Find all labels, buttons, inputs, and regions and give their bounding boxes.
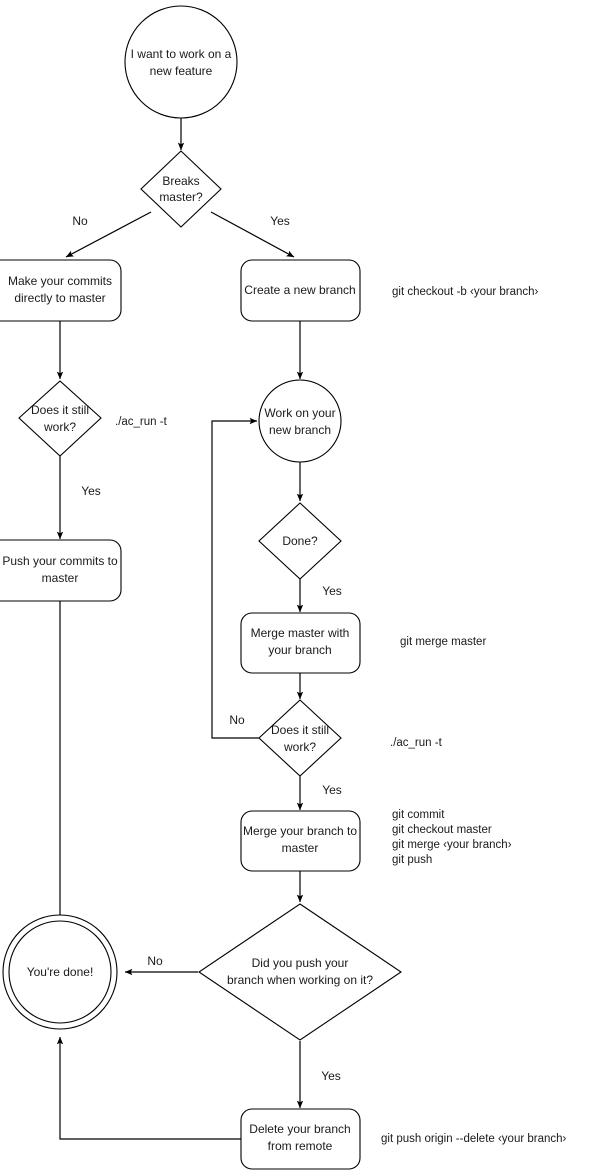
edge-label-right-test-yes: Yes [322,783,342,797]
node-delete-branch: Delete your branch from remote [240,1108,361,1170]
node-done-question-label-1: Done? [282,534,318,548]
node-create-branch-label-1: Create a new branch [244,283,355,297]
node-did-push: Did you push your branch when working on… [198,903,402,1041]
annotation-delete-branch-cmd: git push origin --delete ‹your branch› [381,1133,567,1145]
annotation-left-test-cmd: ./ac_run -t [115,416,168,428]
edge-label-didpush-no: No [147,954,163,968]
edge-breaks-yes [210,211,295,258]
node-start-label-1: I want to work on a [131,47,232,61]
edge-label-breaks-no: No [72,214,88,228]
node-still-work-right: Does it still work? [258,699,342,777]
annotation-right-test-cmd: ./ac_run -t [390,737,443,749]
node-merge-branch: Merge your branch to master [240,810,361,872]
node-delete-branch-label-2: from remote [268,1139,333,1153]
node-still-work-left-label-2: work? [43,420,76,434]
node-work-branch: Work on your new branch [258,379,342,463]
node-merge-master-label-2: your branch [268,643,331,657]
node-work-branch-label-2: new branch [269,423,331,437]
node-make-commits-label-2: directly to master [14,291,105,305]
node-create-branch: Create a new branch [240,259,361,322]
node-make-commits-label-1: Make your commits [8,274,112,288]
node-merge-branch-label-2: master [282,841,319,855]
annotation-merge-branch-cmd-3: git merge ‹your branch› [392,839,512,851]
annotation-merge-master-cmd: git merge master [400,636,486,648]
annotation-merge-branch-cmd-2: git checkout master [392,824,492,836]
edge-label-breaks-yes: Yes [270,214,290,228]
edge-delete-to-done [56,1036,241,1140]
edge-label-left-test-yes: Yes [81,484,101,498]
node-breaks-master: Breaks master? [140,150,222,228]
node-delete-branch-label-1: Delete your branch [249,1122,350,1136]
node-youre-done-label-1: You're done! [27,965,94,979]
node-work-branch-label-1: Work on your [264,406,335,420]
node-done-question: Done? [258,502,342,580]
node-merge-master: Merge master with your branch [240,612,361,674]
node-did-push-label-2: branch when working on it? [227,973,373,987]
node-breaks-master-label-1: Breaks [162,174,199,188]
annotation-create-branch-cmd: git checkout -b ‹your branch› [392,286,539,298]
node-merge-master-label-1: Merge master with [251,626,350,640]
node-did-push-label-1: Did you push your [252,956,349,970]
node-still-work-right-label-1: Does it still [271,723,329,737]
node-make-commits: Make your commits directly to master [0,259,122,322]
node-still-work-left-label-1: Does it still [31,403,89,417]
node-push-commits-label-1: Push your commits to [2,554,118,568]
edge-right-test-no-loop [211,417,259,739]
edge-label-didpush-yes: Yes [321,1069,341,1083]
node-start-label-2: new feature [150,64,213,78]
node-merge-branch-label-1: Merge your branch to [243,824,357,838]
edge-label-right-test-no: No [229,713,245,727]
edge-label-doneq-yes: Yes [322,584,342,598]
node-start: I want to work on a new feature [124,5,238,119]
node-push-commits-label-2: master [42,571,79,585]
node-still-work-right-label-2: work? [283,740,316,754]
node-still-work-left: Does it still work? [18,380,102,457]
annotation-merge-branch-cmd-1: git commit [392,809,445,821]
annotation-merge-branch-cmd-4: git push [392,854,432,866]
node-youre-done: You're done! [2,914,118,1030]
edge-breaks-no [65,211,152,258]
node-breaks-master-label-2: master? [159,190,203,204]
node-push-commits: Push your commits to master [0,539,122,602]
